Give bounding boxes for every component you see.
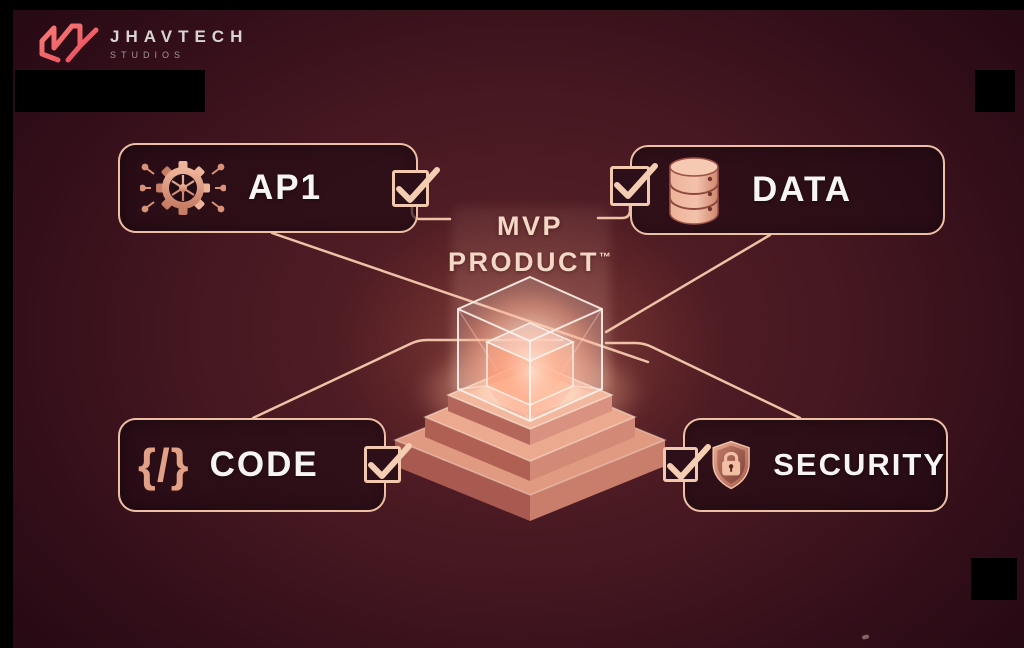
checkmark-icon bbox=[396, 167, 440, 203]
redaction-block-left bbox=[15, 70, 205, 112]
code-braces-icon: {/} bbox=[138, 439, 190, 491]
wire-data-checkbox-stub bbox=[596, 204, 632, 220]
node-security: SECURITY bbox=[683, 418, 948, 512]
black-border-left bbox=[0, 0, 13, 648]
node-api-label: AP1 bbox=[248, 168, 323, 207]
node-api: AP1 bbox=[118, 143, 418, 233]
wire-data-to-cube bbox=[604, 233, 772, 334]
node-data: DATA bbox=[630, 145, 945, 235]
mvp-cube-pedestal-illustration bbox=[393, 275, 667, 521]
wire-code-to-cube bbox=[251, 338, 564, 420]
brand-name: JHAVTECH bbox=[110, 26, 249, 46]
pedestal-tier1-left bbox=[448, 395, 530, 445]
brand-logo: JHAVTECH STUDIOS bbox=[38, 20, 248, 66]
jhavtech-logo-icon bbox=[39, 23, 99, 63]
checkmark-icon bbox=[614, 163, 658, 199]
checkmark-icon bbox=[368, 443, 412, 479]
pedestal-tier2-left bbox=[425, 417, 530, 481]
brand-subtitle: STUDIOS bbox=[110, 49, 186, 60]
pedestal-tier3-right bbox=[530, 440, 665, 521]
node-code: {/} CODE bbox=[118, 418, 386, 512]
checkbox-api bbox=[392, 167, 440, 207]
center-title: MVP PRODUCT™ bbox=[415, 211, 645, 278]
trademark-symbol: ™ bbox=[599, 250, 612, 264]
node-security-label: SECURITY bbox=[773, 447, 946, 482]
redaction-block-bottom-right bbox=[971, 558, 1017, 600]
checkbox-code bbox=[364, 443, 412, 483]
pedestal-tier2-right bbox=[530, 417, 635, 481]
pedestal-tier1-right bbox=[530, 395, 612, 445]
checkmark-icon bbox=[667, 444, 711, 480]
black-border-top bbox=[0, 0, 1024, 10]
node-data-label: DATA bbox=[752, 170, 853, 209]
wire-security-to-cube bbox=[604, 341, 802, 420]
database-icon bbox=[669, 157, 719, 225]
redaction-block-top-right bbox=[975, 70, 1015, 112]
checkbox-security bbox=[663, 444, 711, 482]
gear-api-icon bbox=[140, 161, 226, 215]
title-line-product: PRODUCT™ bbox=[448, 247, 612, 277]
title-line-mvp: MVP bbox=[496, 211, 563, 241]
node-code-label: CODE bbox=[209, 445, 319, 484]
pedestal-tier3-left bbox=[395, 440, 530, 521]
shield-lock-icon bbox=[712, 440, 750, 490]
glass-cube bbox=[457, 275, 603, 423]
checkbox-data bbox=[610, 163, 658, 206]
